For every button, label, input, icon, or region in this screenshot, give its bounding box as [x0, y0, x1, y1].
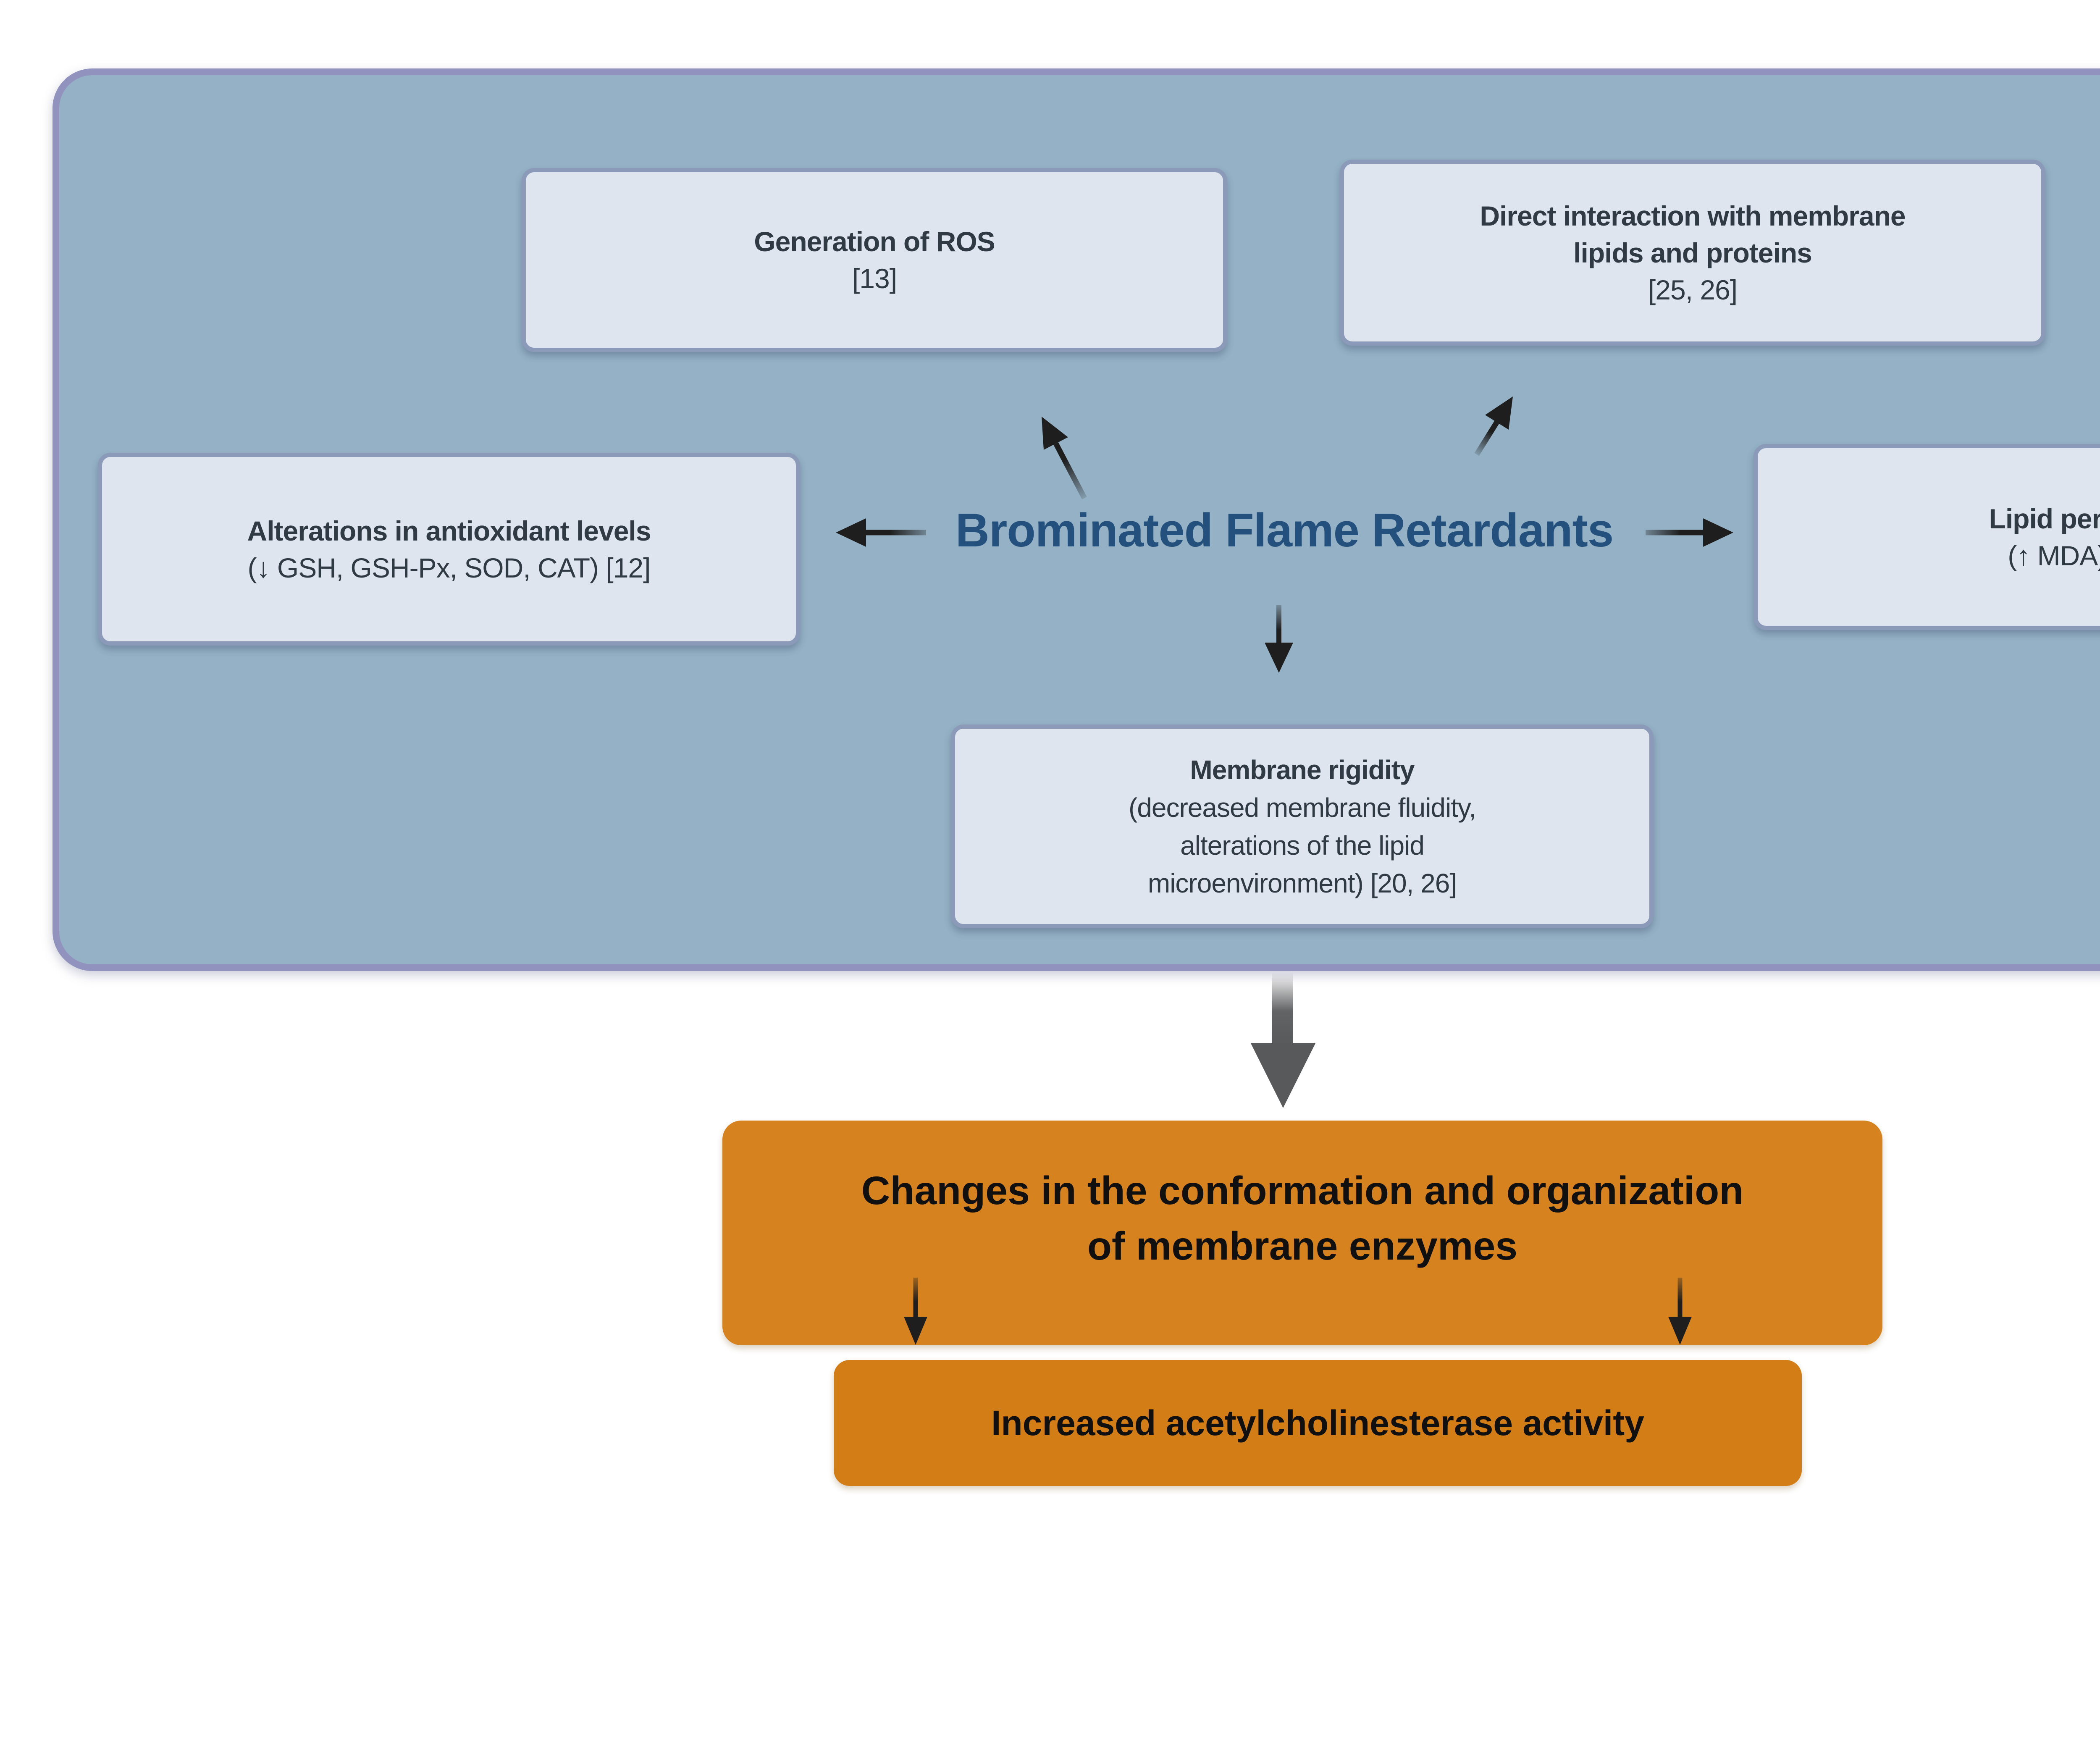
box-lipid-peroxidation: Lipid peroxidation (↑ MDA) [20, 26] — [1754, 444, 2100, 630]
box-title: Lipid peroxidation — [1989, 503, 2100, 534]
outcome-label: Increased acetylcholinesterase activity — [991, 1403, 1644, 1443]
box-detail-line2: alterations of the lipid — [1180, 830, 1425, 861]
box-membrane-rigidity: Membrane rigidity (decreased membrane fl… — [951, 724, 1654, 928]
box-reference: [13] — [852, 263, 897, 294]
box-generation-ros: Generation of ROS [13] — [522, 168, 1227, 352]
box-title-line1: Direct interaction with membrane — [1480, 200, 1906, 231]
box-detail: (↑ MDA) [20, 26] — [2008, 540, 2100, 571]
outcome-line2: of membrane enzymes — [1087, 1223, 1518, 1268]
box-direct-interaction: Direct interaction with membrane lipids … — [1340, 160, 2045, 346]
box-title: Membrane rigidity — [1190, 754, 1415, 785]
outcome-box-ache: Increased acetylcholinesterase activity — [834, 1360, 1802, 1486]
box-reference: [25, 26] — [1648, 274, 1738, 305]
box-detail-line1: (decreased membrane fluidity, — [1128, 792, 1476, 823]
box-title: Generation of ROS — [754, 226, 995, 257]
box-title-line2: lipids and proteins — [1573, 237, 1812, 268]
center-node-label: Brominated Flame Retardants — [955, 504, 1614, 556]
box-title: Alterations in antioxidant levels — [247, 515, 651, 546]
big-down-arrow-icon — [1251, 973, 1315, 1108]
outcome-box-conformation: Changes in the conformation and organiza… — [722, 1121, 1882, 1345]
box-detail: (↓ GSH, GSH-Px, SOD, CAT) [12] — [247, 552, 651, 583]
outcome-line1: Changes in the conformation and organiza… — [861, 1168, 1744, 1213]
box-detail-line3: microenvironment) [20, 26] — [1147, 868, 1457, 898]
box-antioxidant-alterations: Alterations in antioxidant levels (↓ GSH… — [98, 453, 800, 646]
